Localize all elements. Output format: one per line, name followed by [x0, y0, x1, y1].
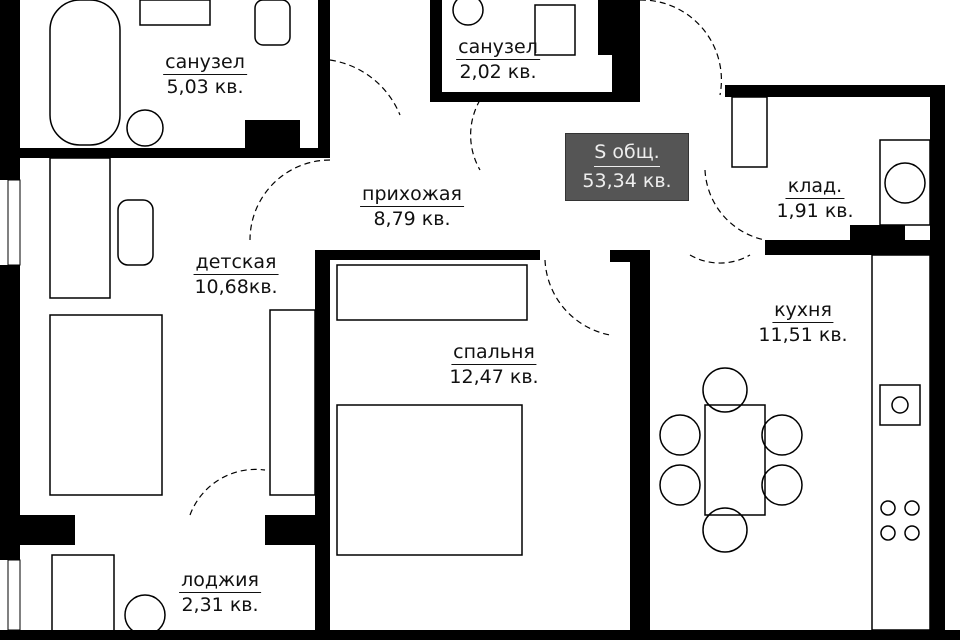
fixtures [49, 0, 931, 636]
room-area: 11,51 кв. [758, 324, 848, 346]
room-area: 12,47 кв. [449, 366, 539, 388]
room-area: 2,02 кв. [459, 61, 537, 83]
bed [336, 404, 523, 556]
dining-table [704, 404, 766, 516]
total-area-value: 53,34 кв. [582, 170, 672, 192]
shower [534, 4, 576, 56]
doors [189, 0, 766, 516]
desk [49, 157, 111, 299]
room-name: лоджия [179, 569, 261, 593]
room-name: прихожая [360, 183, 464, 207]
room-area: 1,91 кв. [776, 200, 854, 222]
bathtub [49, 0, 121, 146]
room-name: кухня [772, 299, 834, 323]
room-name: детская [193, 251, 279, 275]
room-area: 5,03 кв. [166, 76, 244, 98]
windows [7, 179, 21, 631]
sink [139, 0, 211, 26]
room-area: 8,79 кв. [373, 208, 451, 230]
total-area-badge: S общ. 53,34 кв. [565, 133, 689, 201]
toilet [254, 0, 291, 46]
armchair [51, 554, 115, 636]
kitchen-counter [871, 254, 931, 631]
room-area: 2,31 кв. [181, 594, 259, 616]
wardrobe [336, 264, 528, 321]
room-name: клад. [785, 175, 845, 199]
room-name: санузел [163, 51, 247, 75]
room-storage: клад.1,91 кв. [776, 174, 853, 223]
room-name: спальня [451, 341, 537, 365]
room-name: санузел [456, 36, 540, 60]
total-area-label: S общ. [594, 138, 660, 167]
room-area: 10,68кв. [194, 276, 278, 298]
